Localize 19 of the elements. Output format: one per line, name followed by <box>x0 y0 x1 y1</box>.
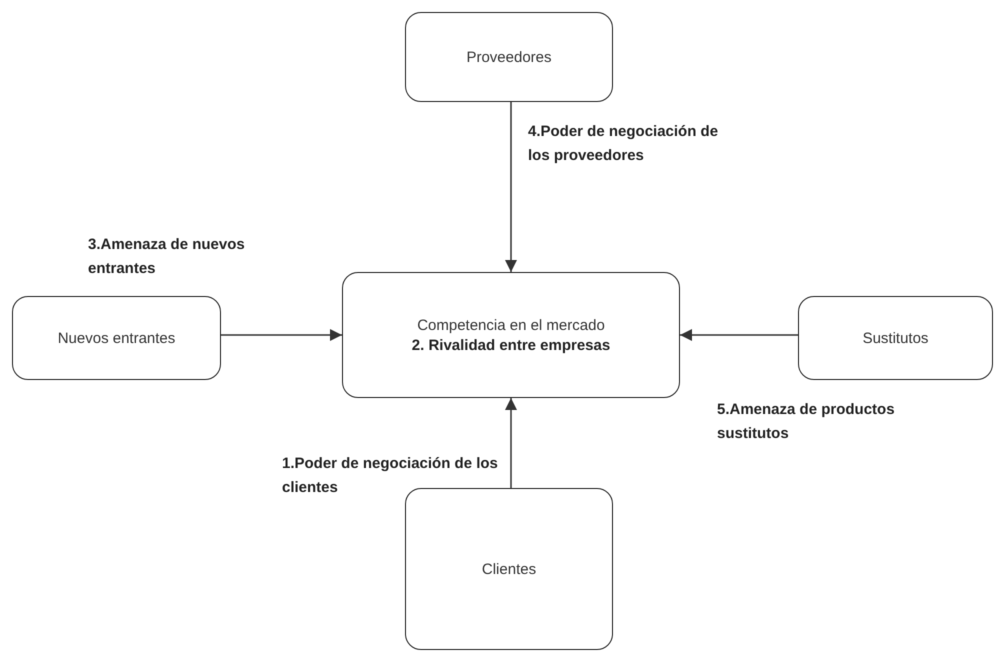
arrow <box>505 102 517 272</box>
edge-label: 1.Poder de negociación de los clientes <box>282 454 498 498</box>
arrow <box>505 398 517 488</box>
edge-label: 4.Poder de negociación de los proveedores <box>528 122 720 166</box>
process-box <box>405 488 613 650</box>
process-box <box>405 12 613 102</box>
arrow <box>680 329 798 341</box>
arrow <box>221 329 342 341</box>
node-text: Proveedores <box>466 48 552 66</box>
edge-label: 5.Amenaza de productos sustitutos <box>717 400 896 444</box>
edge-label: 3.Amenaza de nuevos entrantes <box>88 235 246 279</box>
node-text: 2. Rivalidad entre empresas <box>412 336 610 354</box>
node-text: Sustitutos <box>862 330 928 346</box>
process-box <box>342 272 680 398</box>
node-text: Nuevos entrantes <box>58 330 176 346</box>
process-box <box>12 296 221 380</box>
process-box <box>798 296 993 380</box>
node-text: Competencia en el mercado <box>417 316 605 334</box>
node-text: Clientes <box>482 560 536 578</box>
